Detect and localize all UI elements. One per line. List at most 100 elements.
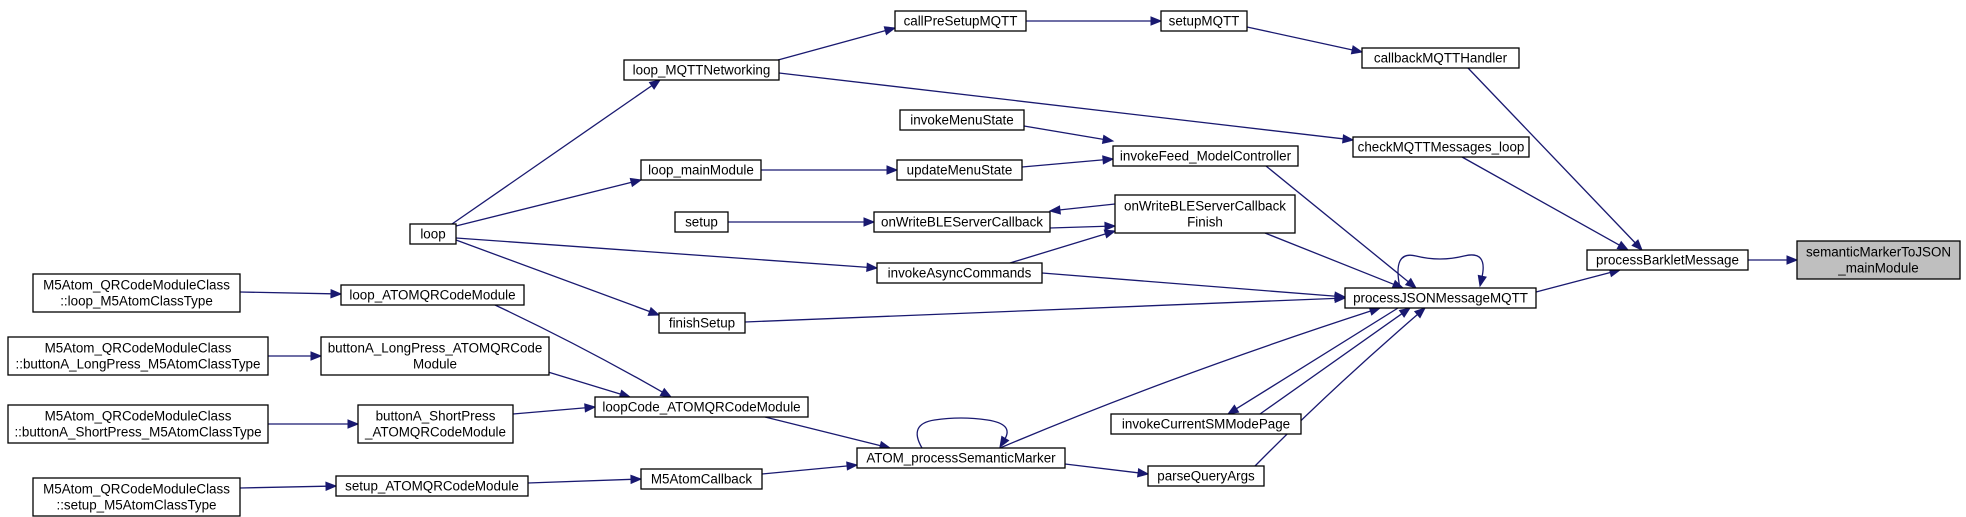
node-box[interactable] [873,211,1051,233]
node-box[interactable] [357,404,514,444]
edge-processJSONMessageMQTT-to-processBarkletMessage [1535,268,1622,293]
node-label: loop_ATOMQRCodeModule [349,288,515,303]
node-processJSONMessageMQTT[interactable]: processJSONMessageMQTT [1344,287,1537,309]
node-invokeCurrentSMModePage[interactable]: invokeCurrentSMModePage [1110,413,1302,435]
node-M5Atom_loop_M5AtomClassType[interactable]: M5Atom_QRCodeModuleClass::loop_M5AtomCla… [32,273,241,313]
node-box[interactable] [876,262,1043,284]
node-box[interactable] [658,312,746,334]
node-box[interactable] [1160,10,1248,32]
node-box[interactable] [1112,145,1299,167]
node-box[interactable] [1586,249,1749,271]
edge-arrowhead [846,461,859,471]
node-setup[interactable]: setup [674,211,729,233]
node-box[interactable] [1110,413,1302,435]
node-box[interactable] [32,273,241,313]
edge-arrowhead [1786,255,1799,265]
node-loop[interactable]: loop [409,223,457,245]
edge-callbackMQTTHandler-to-processBarkletMessage [1467,67,1643,251]
node-label: setup_ATOMQRCodeModule [345,479,519,494]
edge-setup_ATOMQRCodeModule-to-M5AtomCallback [527,474,643,485]
node-box[interactable] [32,477,241,517]
edge-arrowhead [1137,468,1150,478]
edge-line [744,297,1337,323]
node-box[interactable] [335,475,529,497]
node-box[interactable] [674,211,729,233]
node-label: M5Atom_QRCodeModuleClass [43,482,230,497]
node-label: ::buttonA_ShortPress_M5AtomClassType [14,425,261,440]
node-ATOM_processSemanticMarker[interactable]: ATOM_processSemanticMarker [856,447,1066,469]
node-box[interactable] [899,109,1025,131]
node-onWriteBLEServerCallback[interactable]: onWriteBLEServerCallback [873,211,1051,233]
node-setupMQTT[interactable]: setupMQTT [1160,10,1248,32]
node-box[interactable] [623,59,780,81]
node-invokeMenuState[interactable]: invokeMenuState [899,109,1025,131]
node-box[interactable] [340,284,525,306]
node-invokeAsyncCommands[interactable]: invokeAsyncCommands [876,262,1043,284]
node-box[interactable] [7,404,269,444]
edge-arrowhead [1398,307,1412,318]
node-processBarkletMessage[interactable]: processBarkletMessage [1586,249,1749,271]
node-box[interactable] [594,396,809,418]
node-callPreSetupMQTT[interactable]: callPreSetupMQTT [894,10,1027,32]
edge-line [1264,232,1395,286]
edge-arrowhead [659,387,673,398]
node-M5Atom_buttonA_ShortPress_M5AtomClassType[interactable]: M5Atom_QRCodeModuleClass::buttonA_ShortP… [7,404,269,444]
edge-arrowhead [1413,307,1427,319]
node-box[interactable] [1344,287,1537,309]
edge-arrowhead [1048,205,1061,215]
node-callbackMQTTHandler[interactable]: callbackMQTTHandler [1361,47,1520,69]
node-label: Module [413,357,457,372]
edge-arrowhead [1150,16,1163,26]
node-parseQueryArgs[interactable]: parseQueryArgs [1147,465,1265,487]
node-semanticMarkerToJSON_mainModule[interactable]: semanticMarkerToJSON_mainModule [1796,240,1961,280]
node-buttonA_ShortPress_ATOMQRCodeModule[interactable]: buttonA_ShortPress_ATOMQRCodeModule [357,404,514,444]
node-box[interactable] [896,159,1023,181]
node-box[interactable] [7,336,269,376]
node-buttonA_LongPress_ATOMQRCodeModule[interactable]: buttonA_LongPress_ATOMQRCodeModule [320,336,550,376]
edge-loopCode_ATOMQRCodeModule-to-ATOM_processSemanticMarker [764,416,892,451]
node-label: _ATOMQRCodeModule [364,425,506,440]
edge-arrowhead [1477,274,1487,288]
node-box[interactable] [320,336,550,376]
node-loopCode_ATOMQRCodeModule[interactable]: loopCode_ATOMQRCodeModule [594,396,809,418]
node-label: ::buttonA_LongPress_M5AtomClassType [16,357,261,372]
node-box[interactable] [1114,194,1296,234]
node-loop_MQTTNetworking[interactable]: loop_MQTTNetworking [623,59,780,81]
node-loop_ATOMQRCodeModule[interactable]: loop_ATOMQRCodeModule [340,284,525,306]
edge-buttonA_ShortPress_ATOMQRCodeModule-to-loopCode_ATOMQRCodeModule [512,403,597,415]
node-box[interactable] [894,10,1027,32]
node-box[interactable] [1361,47,1520,69]
node-M5AtomCallback[interactable]: M5AtomCallback [640,468,763,490]
edge-arrowhead [630,474,643,485]
edge-arrowhead [347,419,360,429]
node-label: checkMQTTMessages_loop [1358,140,1525,155]
node-box[interactable] [640,468,763,490]
edge-M5Atom_setup_M5AtomClassType-to-setup_ATOMQRCodeModule [239,481,338,491]
node-box[interactable] [1352,136,1530,158]
edge-line [1041,272,1337,297]
node-invokeFeed_ModelController[interactable]: invokeFeed_ModelController [1112,145,1299,167]
node-loop_mainModule[interactable]: loop_mainModule [640,159,762,181]
node-box[interactable] [856,447,1066,469]
node-setup_ATOMQRCodeModule[interactable]: setup_ATOMQRCodeModule [335,475,529,497]
edge-line [777,29,887,61]
node-updateMenuState[interactable]: updateMenuState [896,159,1023,181]
node-label: onWriteBLEServerCallback [1124,199,1286,214]
node-checkMQTTMessages_loop[interactable]: checkMQTTMessages_loop [1352,136,1530,158]
node-M5Atom_setup_M5AtomClassType[interactable]: M5Atom_QRCodeModuleClass::setup_M5AtomCl… [32,477,241,517]
edge-loop_mainModule-to-updateMenuState [761,165,899,175]
node-box[interactable] [640,159,762,181]
node-M5Atom_buttonA_LongPress_M5AtomClassType[interactable]: M5Atom_QRCodeModuleClass::buttonA_LongPr… [7,336,269,376]
node-label: semanticMarkerToJSON [1806,245,1951,260]
edge-arrowhead [1616,240,1630,251]
node-box[interactable] [1147,465,1265,487]
node-finishSetup[interactable]: finishSetup [658,312,746,334]
edge-M5AtomCallback-to-ATOM_processSemanticMarker [761,461,859,475]
node-label: processJSONMessageMQTT [1353,291,1528,306]
edge-onWriteBLEServerCallback-to-onWriteBLEServerCallbackFinish [1049,221,1117,232]
edge-line [239,291,333,295]
node-box[interactable] [409,223,457,245]
node-box[interactable] [1796,240,1961,280]
edge-line [1246,26,1354,51]
